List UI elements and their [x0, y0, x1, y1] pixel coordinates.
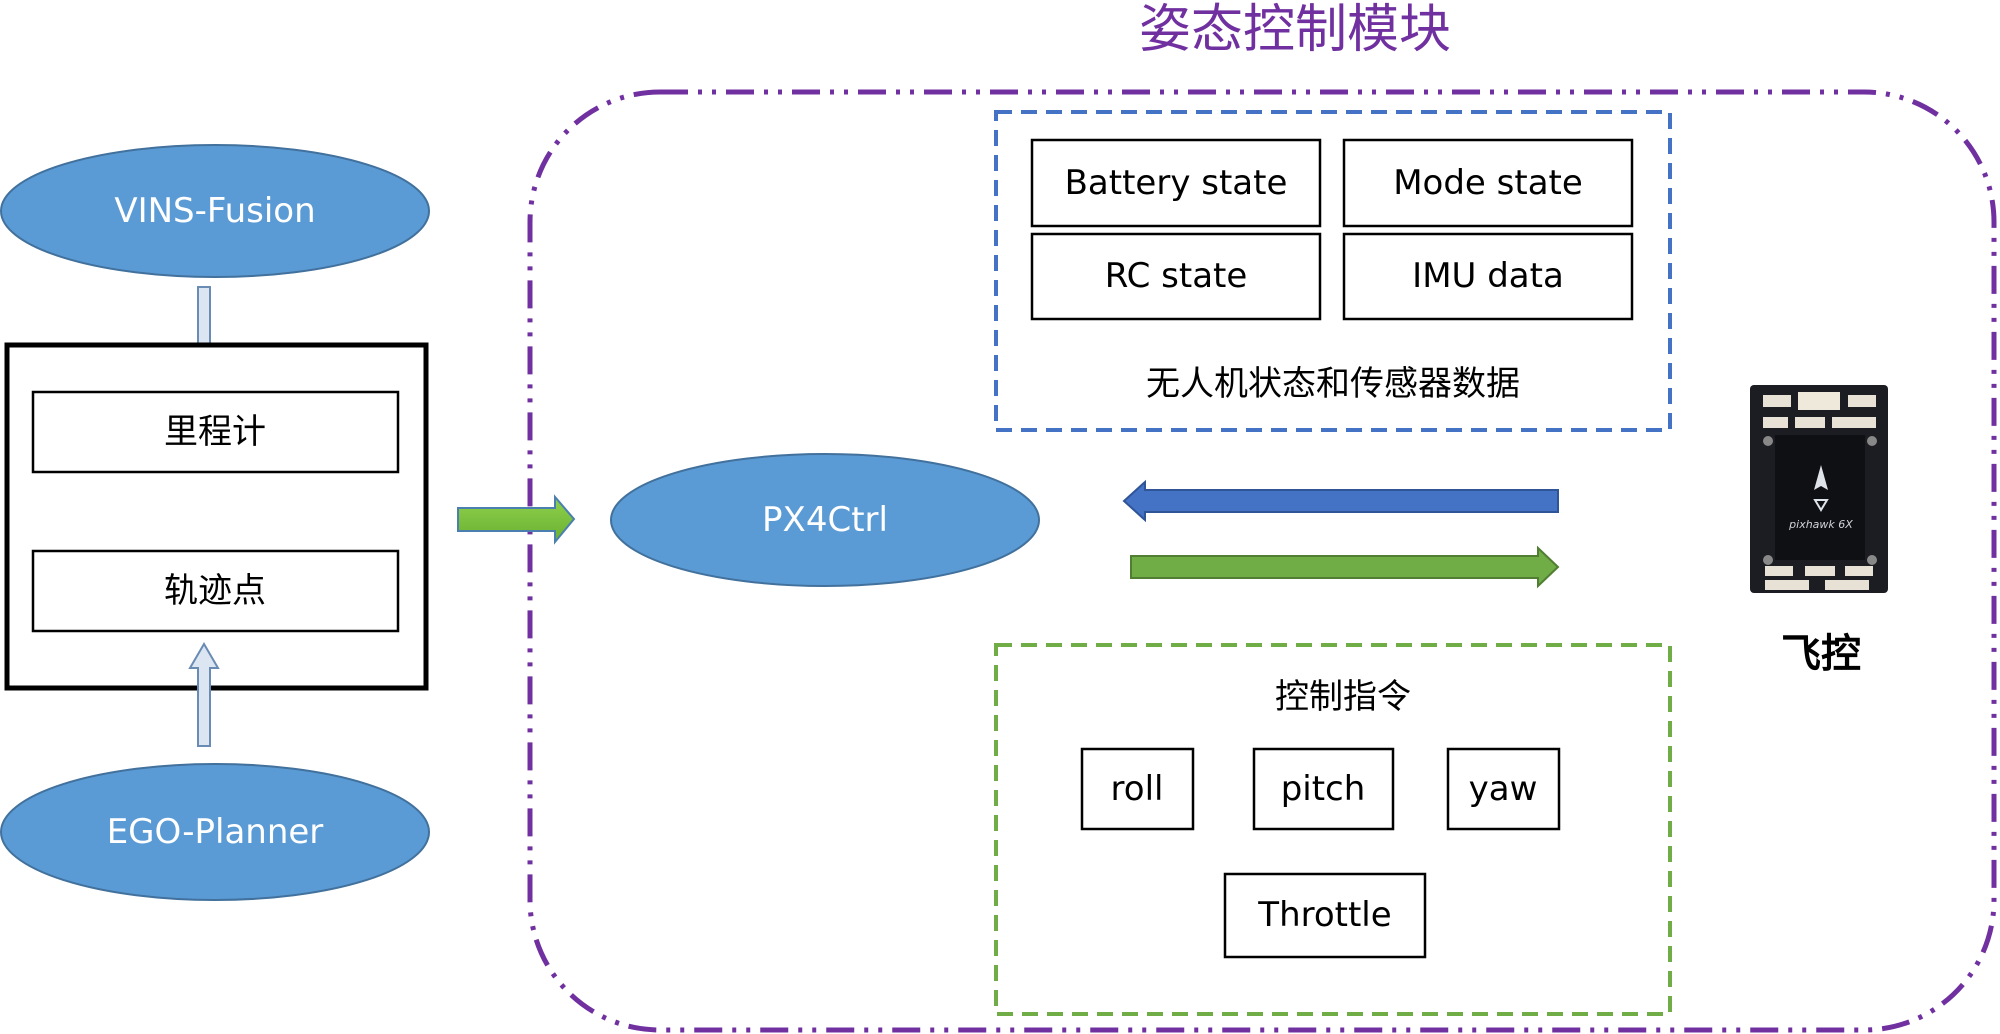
- svg-text:Mode state: Mode state: [1393, 163, 1583, 203]
- ego-planner-node: EGO-Planner: [0, 763, 430, 901]
- svg-text:轨迹点: 轨迹点: [164, 571, 266, 611]
- svg-text:IMU data: IMU data: [1412, 256, 1564, 296]
- yaw-box: yaw: [1446, 747, 1561, 831]
- svg-text:VINS-Fusion: VINS-Fusion: [114, 191, 315, 231]
- pixhawk-flight-controller-image: pixhawk 6X: [1750, 385, 1888, 593]
- state-group-caption: 无人机状态和传感器数据: [1146, 364, 1520, 404]
- state-data-group: [994, 110, 1672, 432]
- svg-text:里程计: 里程计: [164, 412, 266, 452]
- svg-text:PX4Ctrl: PX4Ctrl: [762, 500, 888, 540]
- battery-state-box: Battery state: [1030, 138, 1322, 228]
- svg-text:Battery state: Battery state: [1065, 163, 1288, 203]
- svg-text:EGO-Planner: EGO-Planner: [107, 812, 324, 852]
- input-arrow: [457, 494, 576, 545]
- feedback-arrow: [1122, 479, 1559, 523]
- px4ctrl-node: PX4Ctrl: [610, 453, 1040, 587]
- svg-text:yaw: yaw: [1469, 769, 1538, 809]
- module-title: 姿态控制模块: [1139, 0, 1451, 60]
- odometry-box: 里程计: [31, 390, 400, 474]
- flight-controller-label: 飞控: [1781, 631, 1861, 677]
- svg-text:pixhawk 6X: pixhawk 6X: [1788, 518, 1853, 531]
- roll-box: roll: [1080, 747, 1195, 831]
- vins-fusion-node: VINS-Fusion: [0, 144, 430, 278]
- pitch-box: pitch: [1252, 747, 1395, 831]
- waypoints-box: 轨迹点: [31, 549, 400, 633]
- mode-state-box: Mode state: [1342, 138, 1634, 228]
- imu-data-box: IMU data: [1342, 232, 1634, 321]
- command-group-caption: 控制指令: [1275, 677, 1411, 717]
- control-command-group: [994, 643, 1672, 1016]
- up-arrow: [188, 642, 220, 747]
- rc-state-box: RC state: [1030, 232, 1322, 321]
- svg-text:RC state: RC state: [1105, 256, 1248, 296]
- throttle-box: Throttle: [1223, 872, 1427, 959]
- svg-text:roll: roll: [1111, 769, 1164, 809]
- svg-text:Throttle: Throttle: [1257, 895, 1391, 935]
- svg-text:pitch: pitch: [1281, 769, 1366, 809]
- command-arrow: [1130, 545, 1560, 589]
- attitude-module-border: [527, 89, 1997, 1033]
